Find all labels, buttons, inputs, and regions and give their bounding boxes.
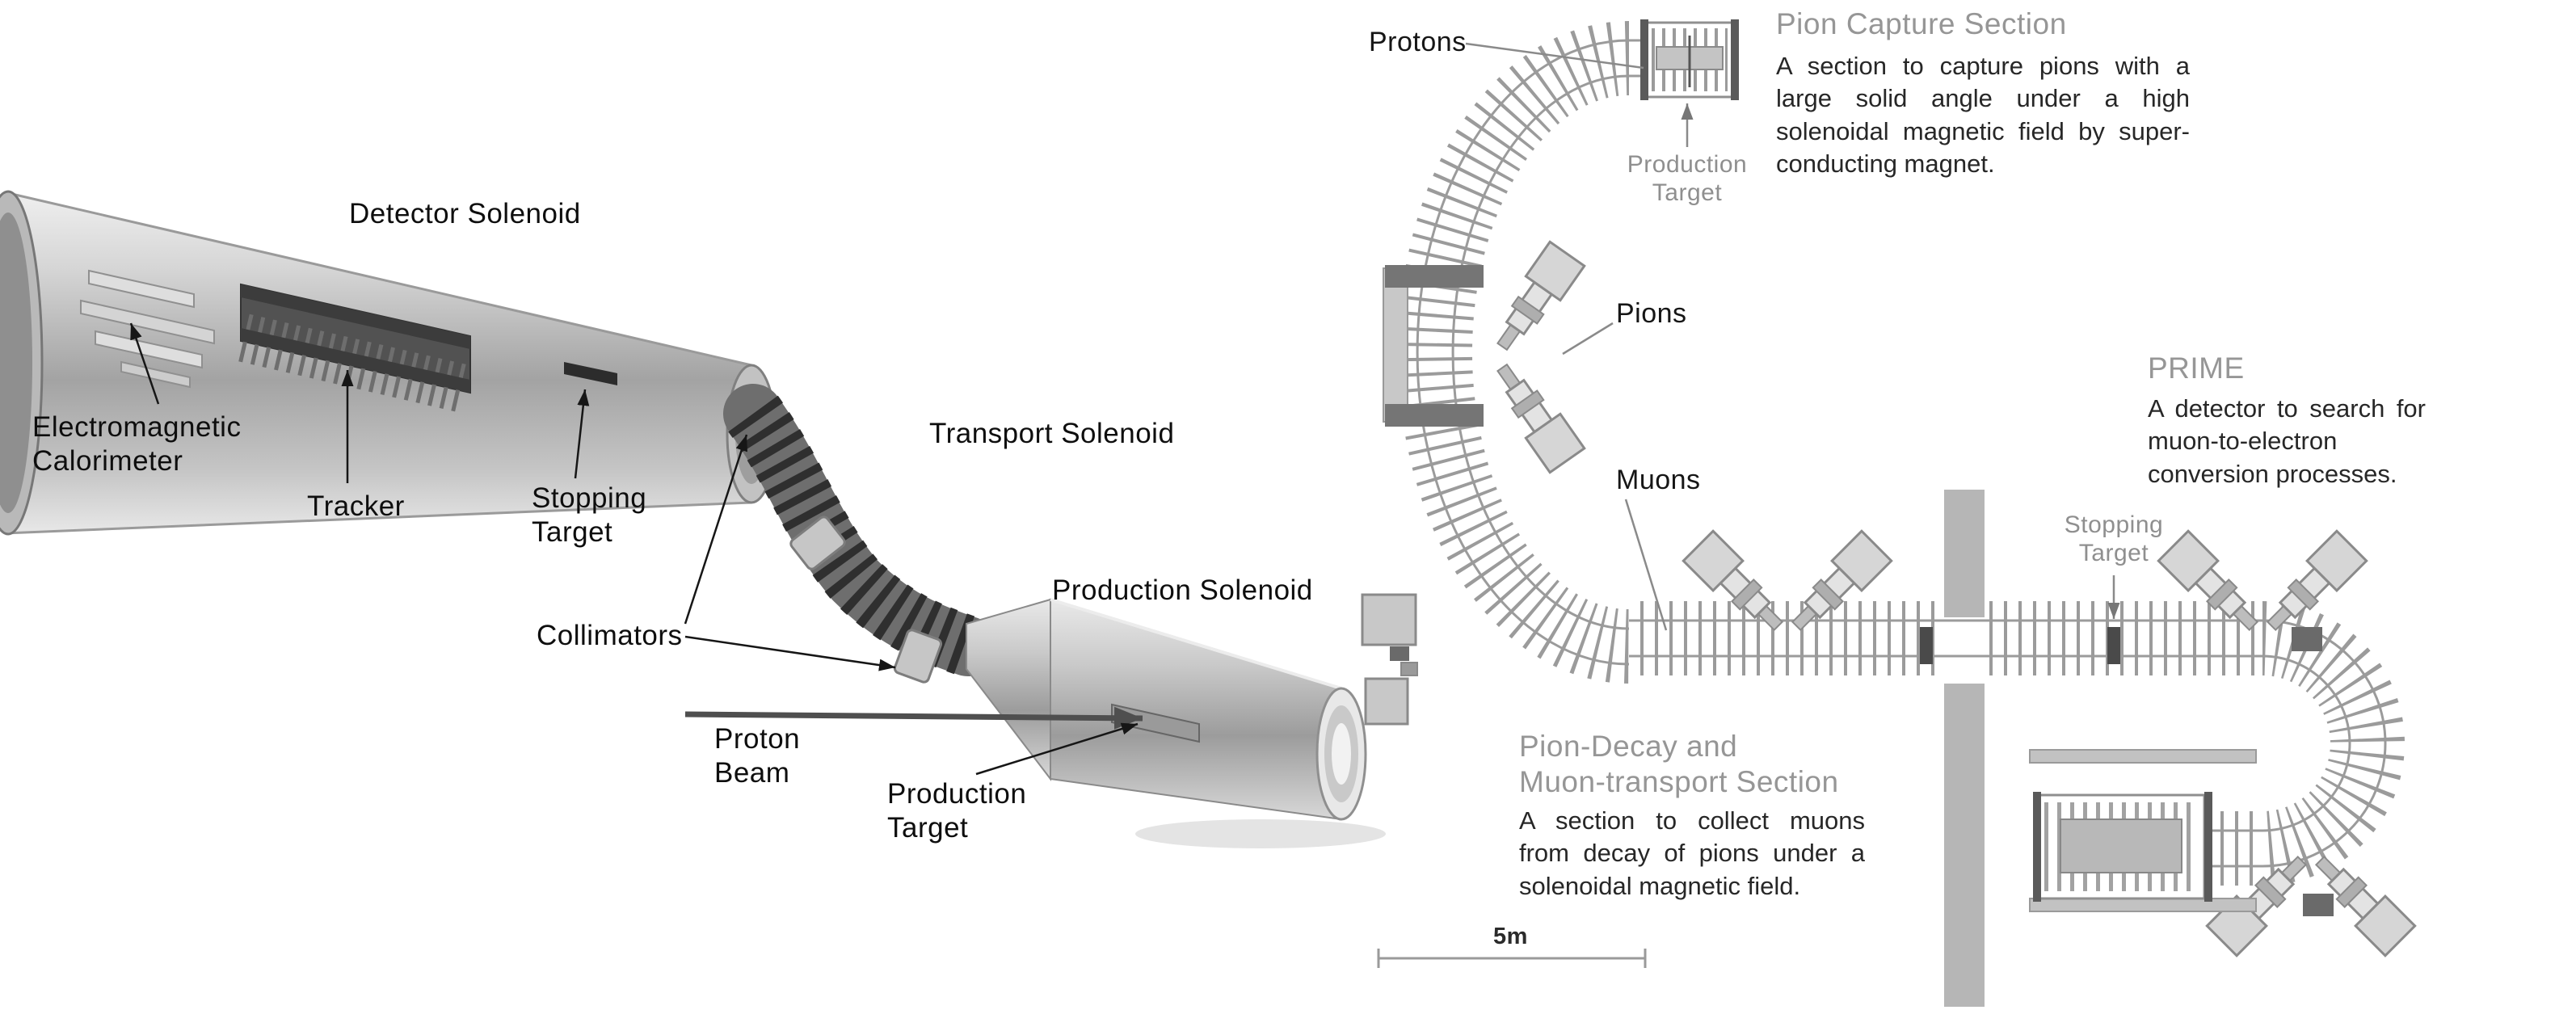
- stopping-target-disk: [2107, 627, 2120, 664]
- injection-instrument-boxes: [1361, 593, 1418, 726]
- detector-complex-3d: [0, 190, 1386, 848]
- label-tracker: Tracker: [307, 490, 405, 522]
- production-target-assembly: [1640, 19, 1739, 100]
- shield-wall: [1938, 490, 1991, 1007]
- desc-prime: A detector to search for muon-to-electro…: [2148, 394, 2426, 488]
- label-scale-5m: 5m: [1493, 924, 1528, 949]
- beamline-collimator-ticks: [1920, 627, 2334, 916]
- transport-straight-solenoid: [1629, 601, 2262, 675]
- prime-detector-graphic: [2029, 749, 2257, 912]
- left-label-arrows: [129, 322, 1139, 776]
- label-proton-beam: Proton Beam: [714, 723, 801, 789]
- scale-bar: [1377, 949, 1647, 968]
- label-production-solenoid: Production Solenoid: [1052, 574, 1313, 606]
- em-calorimeter-graphic: [80, 269, 215, 389]
- label-muons: Muons: [1616, 465, 1701, 495]
- label-detector-solenoid: Detector Solenoid: [349, 198, 581, 229]
- floor-shadow: [1135, 819, 1386, 848]
- transport-solenoid-graphic: [723, 384, 998, 684]
- collimator-collar-lower: [893, 629, 943, 684]
- curve-shield-blocks: [1383, 265, 1484, 427]
- title-pion-decay-section: Pion-Decay and Muon-transport Section: [1519, 730, 1839, 799]
- stopping-target-graphic: [564, 362, 617, 385]
- label-production-target-top: Production Target: [1627, 151, 1748, 207]
- service-stand-3: [2157, 529, 2368, 642]
- label-stopping-target-left: Stopping Target: [532, 482, 647, 548]
- label-collimators: Collimators: [537, 620, 683, 651]
- title-prime: PRIME: [2148, 351, 2245, 385]
- label-transport-solenoid: Transport Solenoid: [929, 418, 1175, 449]
- capture-curve-solenoid: [1398, 21, 1644, 684]
- muons-pointer: [1624, 499, 1668, 631]
- beamline-schematic: [1361, 19, 2417, 1007]
- label-pions: Pions: [1616, 298, 1687, 329]
- label-stopping-target-right: Stopping Target: [2064, 511, 2164, 567]
- desc-pion-decay-section: A section to collect muons from decay of…: [1519, 806, 1865, 900]
- tracker-graphic: [238, 283, 473, 414]
- label-em-calorimeter: Electromagnetic Calorimeter: [32, 411, 242, 477]
- protons-pointer: [1465, 42, 1644, 69]
- return-bend-solenoid: [2261, 601, 2405, 886]
- proton-beam-arrow: [684, 706, 1143, 730]
- title-pion-capture-section: Pion Capture Section: [1776, 7, 2067, 40]
- pions-pointer: [1562, 322, 1614, 356]
- desc-pion-capture-section: A section to capture pions with a large …: [1776, 52, 2190, 178]
- label-production-target-left: Production Target: [887, 778, 1027, 844]
- collimator-collar-upper: [789, 516, 846, 570]
- service-stand-1: [1484, 240, 1586, 474]
- right-label-pointers: [1465, 42, 2120, 631]
- production-solenoid-graphic: [966, 598, 1367, 821]
- label-protons: Protons: [1369, 27, 1467, 57]
